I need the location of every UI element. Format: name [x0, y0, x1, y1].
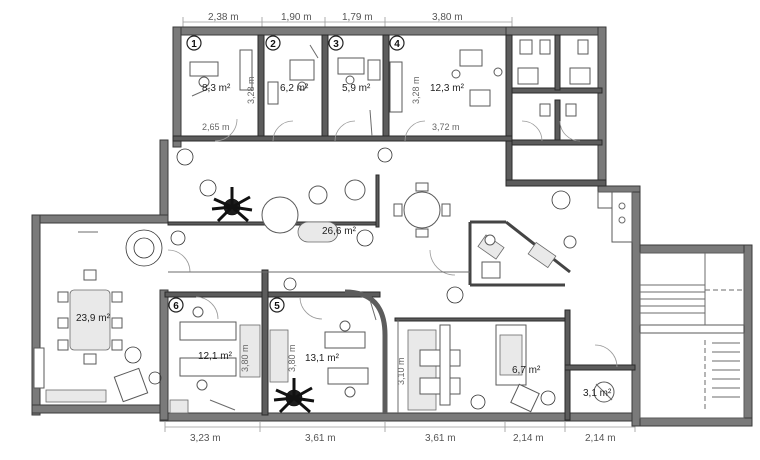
room-4-furniture [389, 49, 503, 113]
palm-plant-icon [273, 378, 315, 414]
bottom-dim-5: 2,14 m [585, 433, 616, 444]
room-2-furniture [267, 44, 319, 105]
room-number-3: 3 [328, 35, 344, 51]
plant-icon [540, 390, 556, 406]
plant-icon [356, 229, 374, 247]
storage-furniture [593, 381, 615, 403]
room-4-height: 3,28 m [411, 76, 421, 104]
svg-text:1: 1 [191, 39, 197, 50]
room-6-height: 3,80 m [240, 344, 250, 372]
room-number-1: 1 [186, 35, 202, 51]
bottom-dim-2: 3,61 m [305, 433, 336, 444]
bottom-dimension-lines [164, 422, 636, 432]
bottom-dim-1: 3,23 m [190, 433, 221, 444]
plant-icon [283, 277, 297, 291]
plant-icons [170, 147, 571, 414]
room-1-area: 8,3 m² [202, 83, 231, 94]
plant-icon [170, 230, 186, 246]
top-dim-4: 3,80 m [432, 12, 463, 23]
plant-icon [446, 286, 464, 304]
bottom-dim-3: 3,61 m [425, 433, 456, 444]
meeting-area: 23,9 m² [76, 313, 111, 324]
meeting-room-furniture [33, 229, 163, 403]
room-5-furniture [269, 299, 377, 398]
room-4-width: 3,72 m [432, 122, 460, 132]
plant-icon [470, 394, 486, 410]
top-dim-3: 1,79 m [342, 12, 373, 23]
svg-text:6: 6 [173, 301, 179, 312]
room-1-width: 2,65 m [202, 122, 230, 132]
lounge-area: 26,6 m² [322, 226, 357, 237]
door-swings [167, 118, 618, 368]
room-3-furniture [337, 57, 381, 137]
lounge-furniture [168, 179, 470, 273]
room-number-6: 6 [168, 297, 184, 313]
room-1-height: 3,28 m [246, 76, 256, 104]
room-3-area: 5,9 m² [342, 83, 371, 94]
plant-icon [377, 147, 393, 163]
room-5-height: 3,80 m [287, 344, 297, 372]
kitchen-height: 3,10 m [396, 357, 406, 385]
storage-area: 3,1 m² [583, 388, 612, 399]
room-5-area: 13,1 m² [305, 353, 340, 364]
room-4-area: 12,3 m² [430, 83, 465, 94]
small-office-furniture [495, 324, 540, 413]
wc-fixtures [517, 39, 591, 117]
room-6-area: 12,1 m² [198, 351, 233, 362]
room-number-2: 2 [265, 35, 281, 51]
stairs [639, 252, 745, 419]
dining-furniture [397, 320, 461, 413]
exterior-walls [31, 26, 753, 427]
room-6-furniture [169, 306, 261, 414]
top-dimension-lines [182, 17, 513, 27]
svg-text:4: 4 [394, 39, 400, 50]
top-dim-1: 2,38 m [208, 12, 239, 23]
room-2-area: 6,2 m² [280, 83, 309, 94]
plant-icon [551, 190, 571, 210]
svg-text:2: 2 [270, 39, 276, 50]
room-number-5: 5 [269, 297, 285, 313]
top-dim-2: 1,90 m [281, 12, 312, 23]
palm-plant-icon [211, 187, 253, 223]
plant-icon [176, 148, 194, 166]
bottom-dim-4: 2,14 m [513, 433, 544, 444]
kitchen-counter [597, 191, 633, 243]
slanted-office-furniture [477, 234, 577, 279]
small-office-area: 6,7 m² [512, 365, 541, 376]
svg-text:3: 3 [333, 39, 339, 50]
room-1-furniture [189, 49, 253, 97]
svg-text:5: 5 [274, 301, 280, 312]
room-number-4: 4 [389, 35, 405, 51]
